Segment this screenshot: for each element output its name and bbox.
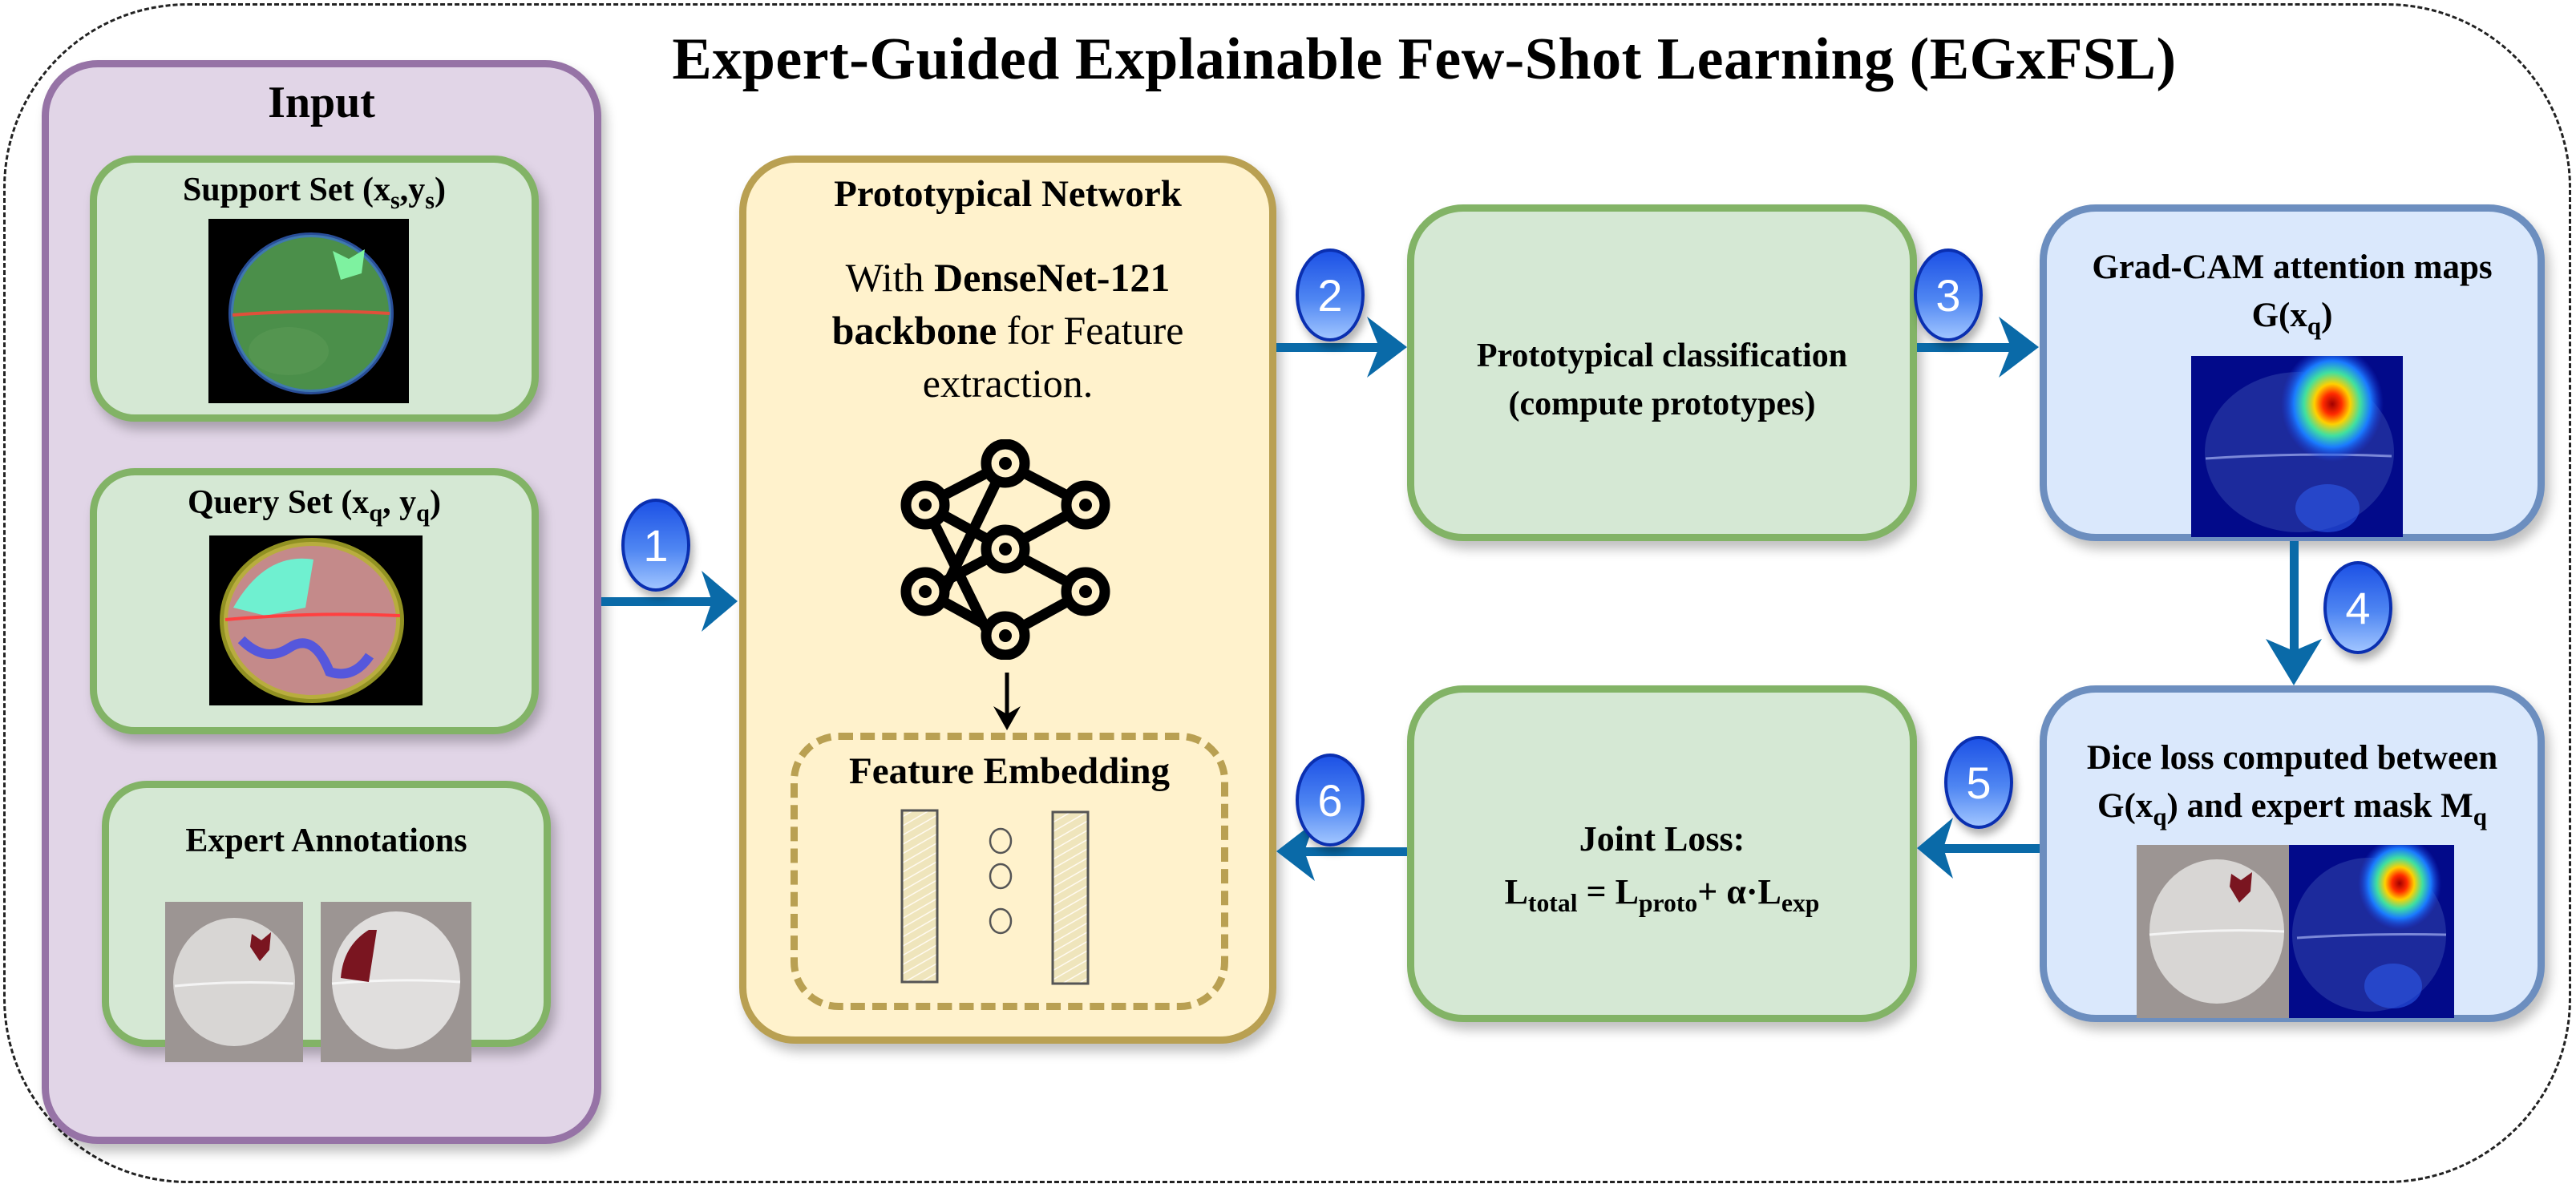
proto-classification-text: Prototypical classification (compute pro… [1414, 332, 1910, 428]
formula-sub-exp: exp [1781, 889, 1820, 918]
support-label-text: Support Set (x [182, 172, 390, 208]
gradcam-line1: Grad-CAM attention maps [2092, 249, 2493, 286]
diagram-title: Expert-Guided Explainable Few-Shot Learn… [672, 26, 2177, 92]
proto-class-line1: Prototypical classification [1476, 337, 1848, 374]
feature-embedding-box: Feature Embedding [791, 733, 1228, 1010]
support-set-label: Support Set (xs,ys) [97, 171, 532, 214]
gradcam-text: Grad-CAM attention maps G(xq) [2047, 244, 2538, 342]
embedding-vectors-icon [900, 809, 1090, 985]
gradcam-g: G(x [2251, 297, 2307, 334]
dice-line1: Dice loss computed between [2086, 739, 2498, 777]
proto-class-line2: (compute prototypes) [1508, 386, 1816, 422]
dice-heatmap-image [2289, 845, 2454, 1018]
dice-line2: G(xq) and expert mask Mq [2047, 782, 2538, 833]
step-badge-1: 1 [621, 499, 690, 592]
arrow-1-head [702, 571, 738, 632]
gradcam-end: ) [2321, 297, 2333, 334]
query-sub-q2: q [416, 499, 430, 527]
expert-mask-image-1 [165, 902, 303, 1062]
query-set-box: Query Set (xq, yq) [90, 468, 539, 734]
joint-loss-text: Joint Loss: Ltotal = Lproto+ α·Lexp [1414, 813, 1910, 922]
arrow-5-head [1917, 818, 1953, 879]
support-sub-s: s [390, 186, 400, 214]
arrow-3-head [1999, 317, 2039, 378]
step-badge-6: 6 [1296, 754, 1365, 847]
feature-embedding-label: Feature Embedding [849, 750, 1170, 792]
proto-network-heading: Prototypical Network [834, 173, 1182, 215]
expert-annotations-label: Expert Annotations [185, 822, 467, 859]
support-label-mid: ,y [399, 172, 426, 208]
desc-for-feature: for Feature [997, 308, 1184, 353]
formula-sub-total: total [1527, 889, 1578, 918]
query-sub-q: q [369, 499, 383, 527]
arrow-5-shaft [1940, 844, 2040, 853]
gradcam-gxq: G(xq) [2047, 292, 2538, 342]
support-label-end: ) [435, 172, 447, 208]
gradcam-heatmap-image [2191, 356, 2403, 537]
arrow-6-head [1276, 822, 1315, 881]
query-label-end: ) [429, 484, 441, 521]
support-set-box: Support Set (xs,ys) [90, 156, 539, 422]
gradcam-sub-q: q [2307, 311, 2322, 340]
input-heading: Input [268, 78, 375, 127]
joint-loss-heading: Joint Loss: [1579, 819, 1745, 859]
down-arrow-icon [993, 673, 1021, 730]
dice-sub-q2: q [2473, 802, 2487, 830]
arrow-4-head [2266, 639, 2322, 685]
outer-dashed-frame [3, 3, 2571, 1183]
dice-loss-box: Dice loss computed between G(xq) and exp… [2040, 685, 2545, 1022]
formula-sub-proto: proto [1638, 889, 1698, 918]
arrow-2-head [1367, 317, 1407, 378]
support-mri-image [208, 219, 409, 403]
support-sub-s2: s [425, 186, 435, 214]
desc-densenet: DenseNet-121 [934, 255, 1171, 300]
joint-loss-formula: Ltotal = Lproto+ α·Lexp [1414, 866, 1910, 922]
step-badge-3: 3 [1914, 249, 1983, 341]
proto-network-description: With DenseNet-121 backbone for Feature e… [746, 251, 1269, 410]
neural-network-icon [900, 439, 1110, 660]
step-badge-5: 5 [1944, 736, 2013, 829]
dice-sub-q: q [2153, 802, 2167, 830]
arrow-4-shaft [2290, 541, 2299, 661]
dice-text: Dice loss computed between G(xq) and exp… [2047, 734, 2538, 833]
query-label-mid: , y [382, 484, 417, 521]
dice-mask-image [2137, 845, 2289, 1018]
arrow-1-shaft [601, 597, 722, 606]
dice-g: G(x [2097, 787, 2153, 825]
step-badge-4: 4 [2323, 561, 2392, 654]
desc-backbone: backbone [831, 308, 997, 353]
joint-loss-box: Joint Loss: Ltotal = Lproto+ α·Lexp [1407, 685, 1917, 1022]
dice-mid: ) and expert mask M [2166, 787, 2473, 825]
desc-extraction: extraction. [922, 361, 1094, 406]
arrow-2-shaft [1276, 343, 1389, 352]
expert-annotations-box: Expert Annotations [102, 781, 551, 1062]
formula-l: L [1504, 872, 1528, 911]
expert-mask-image-2 [321, 902, 471, 1062]
arrow-6-shaft [1300, 847, 1407, 856]
query-mri-image [209, 535, 423, 705]
formula-eq: = L [1577, 872, 1639, 911]
step-badge-2: 2 [1296, 249, 1365, 341]
gradcam-box: Grad-CAM attention maps G(xq) [2040, 204, 2545, 541]
prototypical-network-panel: Prototypical Network With DenseNet-121 b… [739, 156, 1276, 1044]
desc-with: With [845, 255, 935, 300]
formula-plus: + α·L [1697, 872, 1781, 911]
query-label-text: Query Set (x [188, 484, 370, 521]
arrow-3-shaft [1917, 343, 2021, 352]
query-set-label: Query Set (xq, yq) [97, 483, 532, 527]
prototypical-classification-box: Prototypical classification (compute pro… [1407, 204, 1917, 541]
